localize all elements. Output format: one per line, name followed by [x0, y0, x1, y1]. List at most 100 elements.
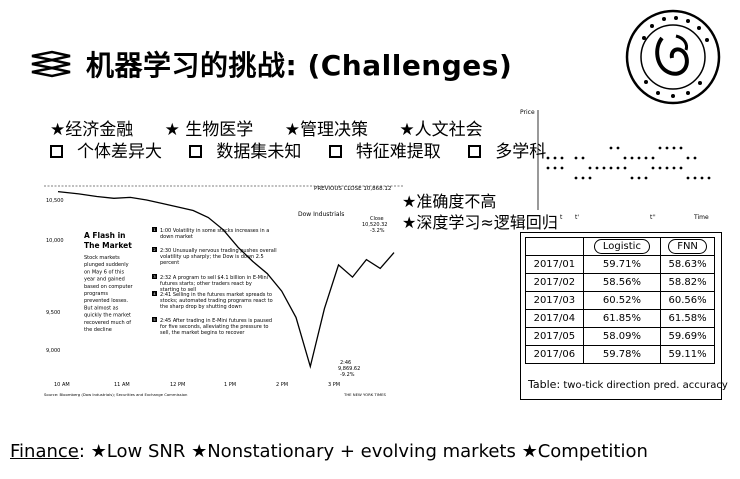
box-text-line: year and gained — [84, 277, 125, 283]
y-tick: 10,000 — [46, 238, 64, 244]
mini-chart-xlabel: t'' — [650, 214, 656, 221]
finance-label: Finance — [10, 441, 79, 462]
mini-chart-ylabel: Price — [520, 109, 535, 116]
table-caption-text: two-tick direction pred. accuracy — [563, 380, 728, 391]
box-title-line: A Flash in — [84, 231, 126, 240]
y-tick: 9,500 — [46, 310, 60, 316]
month-cell: 2017/05 — [525, 327, 584, 346]
finance-text: : ★Low SNR ★Nonstationary + evolving mar… — [78, 441, 648, 462]
box-text-line: prevented losses. — [84, 298, 129, 304]
month-cell: 2017/02 — [525, 273, 584, 292]
box-text-line: quickly the market — [84, 313, 131, 319]
domain-item: ★管理决策 — [284, 120, 368, 140]
challenge-item: 特征难提取 — [355, 142, 441, 162]
event-text: 2:45 After trading in E-Mini futures is … — [160, 318, 272, 336]
box-text-line: Stock markets — [84, 255, 120, 261]
page-title: 机器学习的挑战: (Challenges) — [86, 49, 513, 82]
box-text-line: based on computer — [84, 284, 134, 290]
mini-chart-xlabel: t — [560, 214, 563, 221]
table-header-cell — [525, 237, 584, 256]
y-tick: 9,000 — [46, 348, 60, 354]
dow-series-line — [57, 190, 395, 370]
logistic-cell: 58.09% — [582, 327, 662, 346]
challenge-item: 数据集未知 — [216, 142, 302, 162]
event-number-marker — [152, 317, 157, 322]
square-bullet-icon — [50, 145, 63, 158]
box-text-line: plunged suddenly — [84, 262, 129, 268]
close-label: Close — [370, 216, 384, 222]
logistic-cell: 61.85% — [582, 309, 662, 328]
low-label: 2:46 — [340, 360, 351, 366]
low-label: 9,869.62 — [338, 366, 360, 372]
box-text-line: recovered much of — [84, 320, 131, 326]
domain-item: ★ 生物医学 — [164, 120, 254, 140]
event-number: 2 — [153, 247, 156, 252]
box-title-line: The Market — [84, 241, 132, 250]
x-tick: 11 AM — [114, 382, 130, 388]
previous-close-label: PREVIOUS CLOSE 10,868.12 — [314, 186, 391, 192]
note-deep-learning: ★深度学习≈逻辑回归 — [402, 213, 558, 232]
close-label: 10,520.32 — [362, 222, 387, 228]
event-number-marker — [152, 247, 157, 252]
box-title: A Flash in The Market — [84, 231, 132, 250]
close-label: -3.2% — [370, 228, 385, 234]
x-tick: 1 PM — [224, 382, 236, 388]
event-number: 3 — [153, 274, 156, 279]
domain-item: ★人文社会 — [399, 120, 483, 140]
square-bullet-icon — [189, 145, 203, 158]
event-number: 4 — [153, 291, 156, 296]
fnn-header: FNN — [668, 239, 707, 254]
event-list: 1 1:00 Volatility in some stocks increase… — [152, 227, 277, 336]
tick-points — [546, 146, 711, 180]
challenge-list: 个体差异大 数据集未知 特征难提取 多学科 — [50, 137, 568, 162]
event-text: 1:00 Volatility in some stocks increases… — [160, 228, 269, 240]
fnn-cell: 59.11% — [660, 345, 715, 364]
fnn-cell: 61.58% — [660, 309, 715, 328]
mini-chart-xlabel: t' — [575, 214, 579, 221]
logistic-header: Logistic — [593, 239, 650, 254]
finance-summary: Finance: ★Low SNR ★Nonstationary + evolv… — [10, 441, 648, 462]
x-tick: 3 PM — [328, 382, 340, 388]
logistic-cell: 59.78% — [582, 345, 662, 364]
month-cell: 2017/04 — [525, 309, 584, 328]
square-bullet-icon — [328, 145, 342, 158]
event-text: 2:30 Unusually nervous trading pushes ov… — [160, 248, 277, 266]
fnn-cell: 59.69% — [660, 327, 715, 346]
x-tick: 12 PM — [170, 382, 185, 388]
domain-item: ★经济金融 — [50, 120, 134, 140]
box-text-line: But almost as — [84, 305, 119, 311]
table-header-cell: FNN — [660, 237, 715, 256]
square-bullet-icon — [468, 145, 482, 158]
event-number-marker — [152, 227, 157, 232]
fnn-cell: 58.63% — [660, 255, 715, 274]
mini-chart-xlabel: Time — [693, 214, 709, 221]
table-header-cell: Logistic — [582, 237, 662, 256]
event-number-marker — [152, 274, 157, 279]
logistic-cell: 60.52% — [582, 291, 662, 310]
source-note: Source: Bloomberg (Dow Industrials); Sec… — [44, 392, 188, 397]
note-accuracy: ★准确度不高 — [402, 192, 497, 211]
month-cell: 2017/06 — [525, 345, 584, 364]
y-tick: 10,500 — [46, 198, 64, 204]
stacked-arrows-icon — [31, 50, 71, 78]
low-label: -9.2% — [340, 372, 355, 378]
month-cell: 2017/01 — [525, 255, 584, 274]
domain-list: ★经济金融 ★ 生物医学 ★管理决策 ★人文社会 — [50, 115, 509, 140]
event-number-marker — [152, 291, 157, 296]
fnn-cell: 58.82% — [660, 273, 715, 292]
box-text-line: the decline — [84, 327, 112, 333]
logistic-cell: 59.71% — [582, 255, 662, 274]
event-number: 5 — [153, 317, 156, 322]
event-number: 1 — [153, 227, 156, 232]
fnn-cell: 60.56% — [660, 291, 715, 310]
box-text-line: programs — [84, 291, 108, 297]
